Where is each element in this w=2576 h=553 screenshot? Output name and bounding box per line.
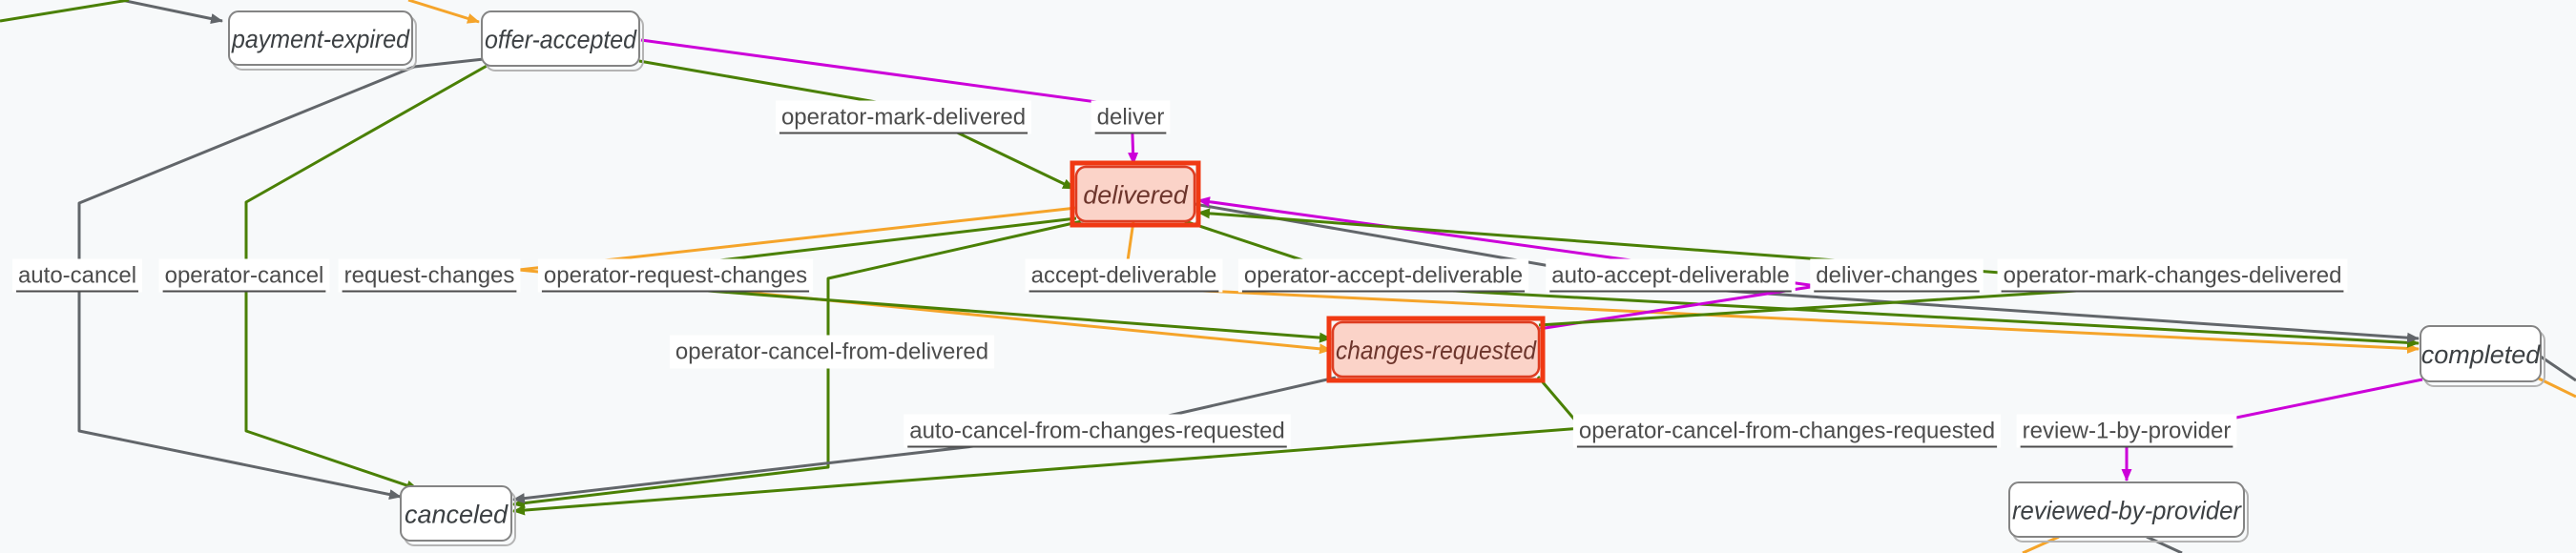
transition-label-review-1-by-provider[interactable]: review-1-by-provider — [2016, 414, 2237, 448]
state-name-text: offer-accepted — [485, 26, 637, 54]
transition-event-text[interactable]: auto-accept-deliverable — [1551, 263, 1789, 289]
transition-label-auto-cancel-from-changes-requested[interactable]: auto-cancel-from-changes-requested — [904, 414, 1291, 448]
transition-event-text[interactable]: review-1-by-provider — [2023, 419, 2232, 444]
edge-into-payment-expired — [120, 0, 223, 24]
transition-label-operator-cancel-from-delivered[interactable]: operator-cancel-from-delivered — [669, 335, 995, 369]
transition-event-text[interactable]: accept-deliverable — [1031, 263, 1217, 289]
transition-event-text[interactable]: operator-cancel-from-delivered — [675, 339, 988, 365]
label-background — [1572, 414, 2002, 448]
edge-into-offer-accepted — [407, 0, 480, 24]
transition-event-text[interactable]: operator-cancel-from-changes-requested — [1579, 419, 1995, 444]
label-background — [2016, 414, 2237, 448]
state-box[interactable] — [400, 485, 512, 542]
transition-label-operator-mark-delivered[interactable]: operator-mark-delivered — [775, 100, 1032, 134]
state-node-delivered[interactable]: delivered — [1070, 160, 1201, 228]
transition-event-text[interactable]: auto-cancel — [18, 263, 136, 289]
state-box[interactable] — [2008, 481, 2245, 538]
label-background — [1091, 100, 1171, 134]
label-background — [11, 258, 143, 293]
label-background — [904, 414, 1291, 448]
state-name-text: delivered — [1083, 181, 1189, 210]
state-box[interactable] — [481, 10, 640, 67]
label-background — [537, 258, 814, 293]
transition-event-text[interactable]: deliver — [1097, 105, 1165, 131]
state-name-text: canceled — [405, 501, 509, 529]
transition-event-text[interactable]: deliver-changes — [1816, 263, 1977, 289]
transition-event-text[interactable]: operator-mark-delivered — [781, 105, 1026, 131]
state-node-reviewed-by-provider[interactable]: reviewed-by-provider — [2008, 481, 2249, 543]
edge-out-completed-gray — [2540, 355, 2576, 382]
transition-label-auto-accept-deliverable[interactable]: auto-accept-deliverable — [1546, 258, 1796, 293]
label-background — [775, 100, 1032, 134]
state-node-offer-accepted[interactable]: offer-accepted — [481, 10, 644, 72]
transition-event-text[interactable]: operator-accept-deliverable — [1244, 263, 1523, 289]
label-background — [1025, 258, 1223, 293]
transition-label-operator-cancel-from-changes-requested[interactable]: operator-cancel-from-changes-requested — [1572, 414, 2002, 448]
state-box[interactable] — [1331, 320, 1541, 379]
state-box[interactable] — [2420, 325, 2542, 382]
edge-out-reviewed-orange — [2022, 535, 2060, 553]
transition-event-text[interactable]: operator-cancel — [165, 263, 324, 289]
edge-out-completed-orange — [2538, 377, 2576, 399]
state-name-text: completed — [2421, 340, 2542, 369]
label-background — [1546, 258, 1796, 293]
transition-edge-operator-cancel-from-delivered — [512, 219, 1083, 509]
transition-edge-auto-cancel — [77, 57, 485, 500]
state-name-text: payment-expired — [231, 25, 410, 53]
active-state-highlight — [1070, 160, 1201, 228]
transition-label-deliver[interactable]: deliver — [1091, 100, 1171, 134]
transition-event-text[interactable]: operator-mark-changes-delivered — [2004, 263, 2342, 289]
active-state-highlight — [1326, 316, 1546, 383]
state-node-changes-requested[interactable]: changes-requested — [1326, 316, 1546, 383]
transition-label-operator-accept-deliverable[interactable]: operator-accept-deliverable — [1237, 258, 1529, 293]
transition-label-operator-request-changes[interactable]: operator-request-changes — [537, 258, 814, 293]
transition-event-text[interactable]: auto-cancel-from-changes-requested — [909, 419, 1285, 444]
label-background — [1810, 258, 1984, 293]
state-node-completed[interactable]: completed — [2420, 325, 2545, 387]
transition-label-operator-mark-changes-delivered[interactable]: operator-mark-changes-delivered — [1997, 258, 2348, 293]
label-background — [338, 258, 521, 293]
transition-label-operator-cancel[interactable]: operator-cancel — [158, 258, 330, 293]
state-name-text: changes-requested — [1336, 337, 1537, 365]
state-box[interactable] — [228, 10, 413, 66]
state-node-payment-expired[interactable]: payment-expired — [228, 10, 417, 71]
transition-label-deliver-changes[interactable]: deliver-changes — [1810, 258, 1984, 293]
transition-event-text[interactable]: operator-request-changes — [544, 263, 807, 289]
state-name-text: reviewed-by-provider — [2012, 497, 2242, 525]
transition-label-auto-cancel[interactable]: auto-cancel — [11, 258, 143, 293]
edge-out-reviewed-gray — [2146, 535, 2183, 553]
state-node-canceled[interactable]: canceled — [400, 485, 516, 546]
transition-label-accept-deliverable[interactable]: accept-deliverable — [1025, 258, 1223, 293]
label-background — [1237, 258, 1529, 293]
state-box[interactable] — [1074, 165, 1196, 223]
transition-label-request-changes[interactable]: request-changes — [338, 258, 521, 293]
edge-top-left-corner — [0, 0, 130, 23]
label-background — [669, 335, 995, 369]
transition-event-text[interactable]: request-changes — [344, 263, 515, 289]
transition-edge-operator-cancel — [244, 63, 489, 491]
label-background — [158, 258, 330, 293]
label-background — [1997, 258, 2348, 293]
